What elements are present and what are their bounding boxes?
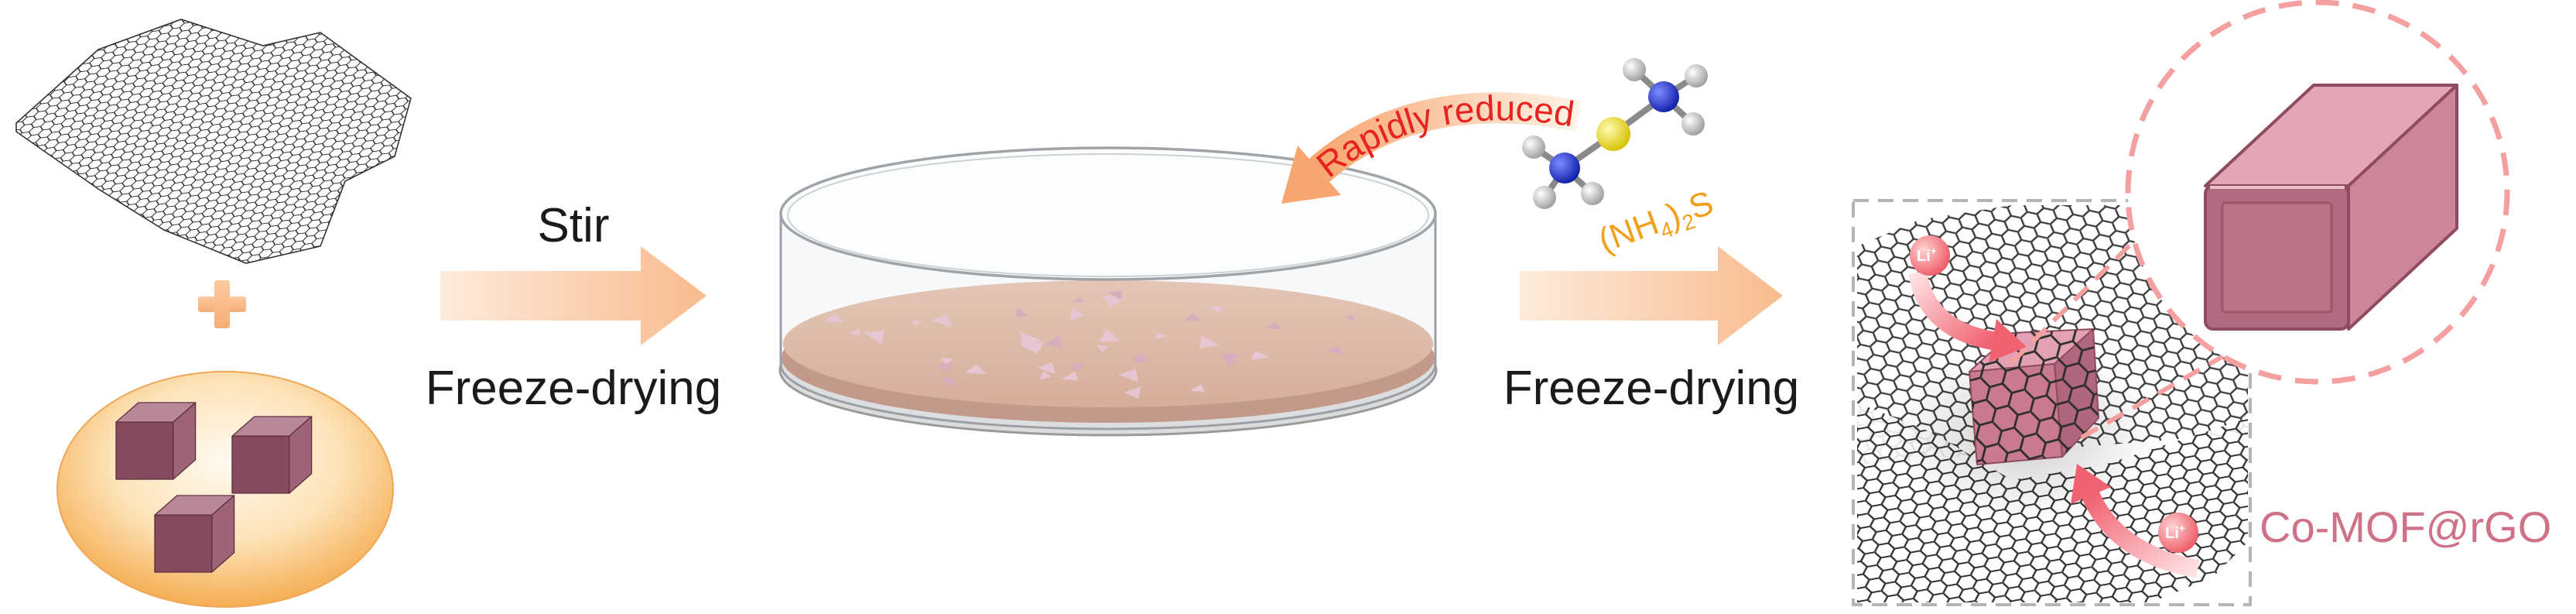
hydrogen-atom [1522,135,1545,159]
product-label: Co-MOF@rGO [2260,503,2551,551]
mof-particle [1118,369,1139,382]
hydrogen-atom [1685,64,1708,87]
mof-particle [1071,363,1086,372]
mof-particle [1108,290,1123,300]
mof-particle [1072,297,1084,303]
co-mof-cube [115,402,197,480]
hydrogen-atom [1681,112,1705,135]
mof-particle [1062,371,1079,381]
mof-particle [1155,332,1168,340]
mof-particle [1199,334,1220,349]
mof-particles [825,290,1354,399]
ammonium-sulfide-molecule [1522,58,1708,209]
mof-particle [1097,345,1109,353]
mof-particle [911,320,923,327]
mof-particle [1020,331,1042,347]
li-ion-arrow [2071,464,2200,578]
hydrogen-atom [1581,182,1604,205]
svg-text:Li+: Li+ [1917,245,1937,265]
mof-particle [1124,386,1141,399]
dish-liquid [783,280,1433,407]
mof-particle [1189,384,1205,393]
composite-view-box [1852,199,2252,606]
mof-particle [1250,350,1270,360]
reagent-label: (NH4)2S [1594,184,1720,264]
sulfur-atom [1596,117,1630,151]
zoom-connector-line [2080,354,2225,440]
stir-label: Stir [538,199,610,252]
mof-particle [937,364,953,372]
mof-particle [1045,334,1062,348]
graphene-oxide-sheet [15,19,412,264]
hydrogen-atom [1533,186,1556,209]
stir-arrow [440,246,706,345]
embedded-co-mof-cube [1969,328,2099,465]
co-mof-bubble [56,371,394,608]
li-ion: Li+ [2158,513,2198,553]
co-mof-cube [231,416,313,494]
nitrogen-atom [1648,81,1679,112]
mof-particle [864,330,885,345]
mof-particle [1134,352,1148,362]
mof-particle [1184,313,1202,321]
mof-particle [848,329,860,336]
dish-rim [779,146,1437,281]
mof-particle [1326,345,1343,355]
mof-particle [1266,321,1283,330]
mof-particle [1036,362,1055,374]
mof-particle [1069,308,1086,321]
plus-icon [198,280,246,328]
co-mof-cube [154,495,235,573]
mof-particle [1208,306,1223,313]
mof-particle [1344,314,1354,321]
mof-particle [1039,371,1052,380]
mof-particle [939,358,953,365]
nitrogen-atom [1549,153,1580,184]
petri-dish [778,146,1438,437]
mof-particle [1015,307,1030,318]
mof-particle [941,377,956,388]
mof-particle [1099,328,1120,341]
mof-particle [825,314,843,322]
mof-particle [1219,353,1240,367]
svg-text:Li+: Li+ [2165,522,2185,542]
enlarged-co-mof-cube [2204,84,2458,331]
freeze-drying-arrow [1520,246,1783,345]
reduction-arrow [1281,92,1582,204]
freeze-drying-label: Freeze-drying [426,362,721,415]
mof-particle [965,364,987,375]
li-ion-arrow [1908,270,2027,362]
mof-particle [931,314,952,328]
composite-view: Li+ Li+ [1852,199,2252,606]
freeze-drying-label-2: Freeze-drying [1504,362,1799,415]
li-ion: Li+ [1910,235,1950,276]
hydrogen-atom [1623,58,1646,81]
